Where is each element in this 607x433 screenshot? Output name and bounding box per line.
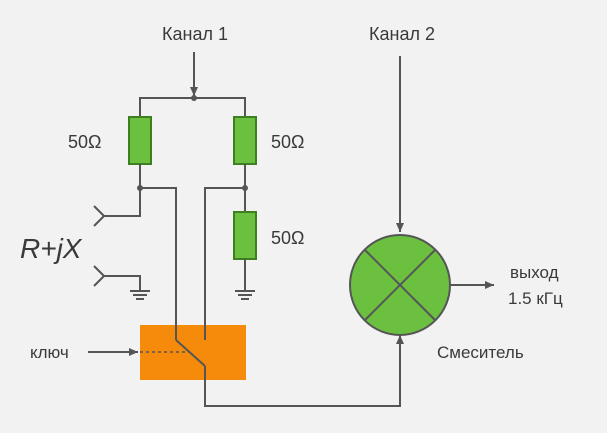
resistor-right-bottom: [233, 211, 257, 260]
channel-2-label: Канал 2: [369, 24, 435, 44]
switch-block: [140, 325, 246, 380]
resistor-left: [128, 116, 152, 165]
mixer-label: Смеситель: [437, 343, 524, 362]
ground-icon: [235, 290, 255, 300]
output-label-line2: 1.5 кГц: [508, 289, 563, 308]
impedance-terminals: [93, 188, 141, 290]
resistor-right-bottom-label: 50Ω: [271, 228, 304, 248]
channel-1-label: Канал 1: [162, 24, 228, 44]
resistor-left-label: 50Ω: [68, 132, 101, 152]
ground-icon: [130, 290, 150, 300]
splitter-bus: [139, 95, 246, 117]
mixer-icon: [349, 234, 451, 336]
resistor-right-top-label: 50Ω: [271, 132, 304, 152]
output-label-line1: выход: [510, 263, 559, 282]
impedance-label: R+jX: [20, 233, 83, 264]
switch-label: ключ: [30, 343, 69, 362]
resistor-right-top: [233, 116, 257, 165]
